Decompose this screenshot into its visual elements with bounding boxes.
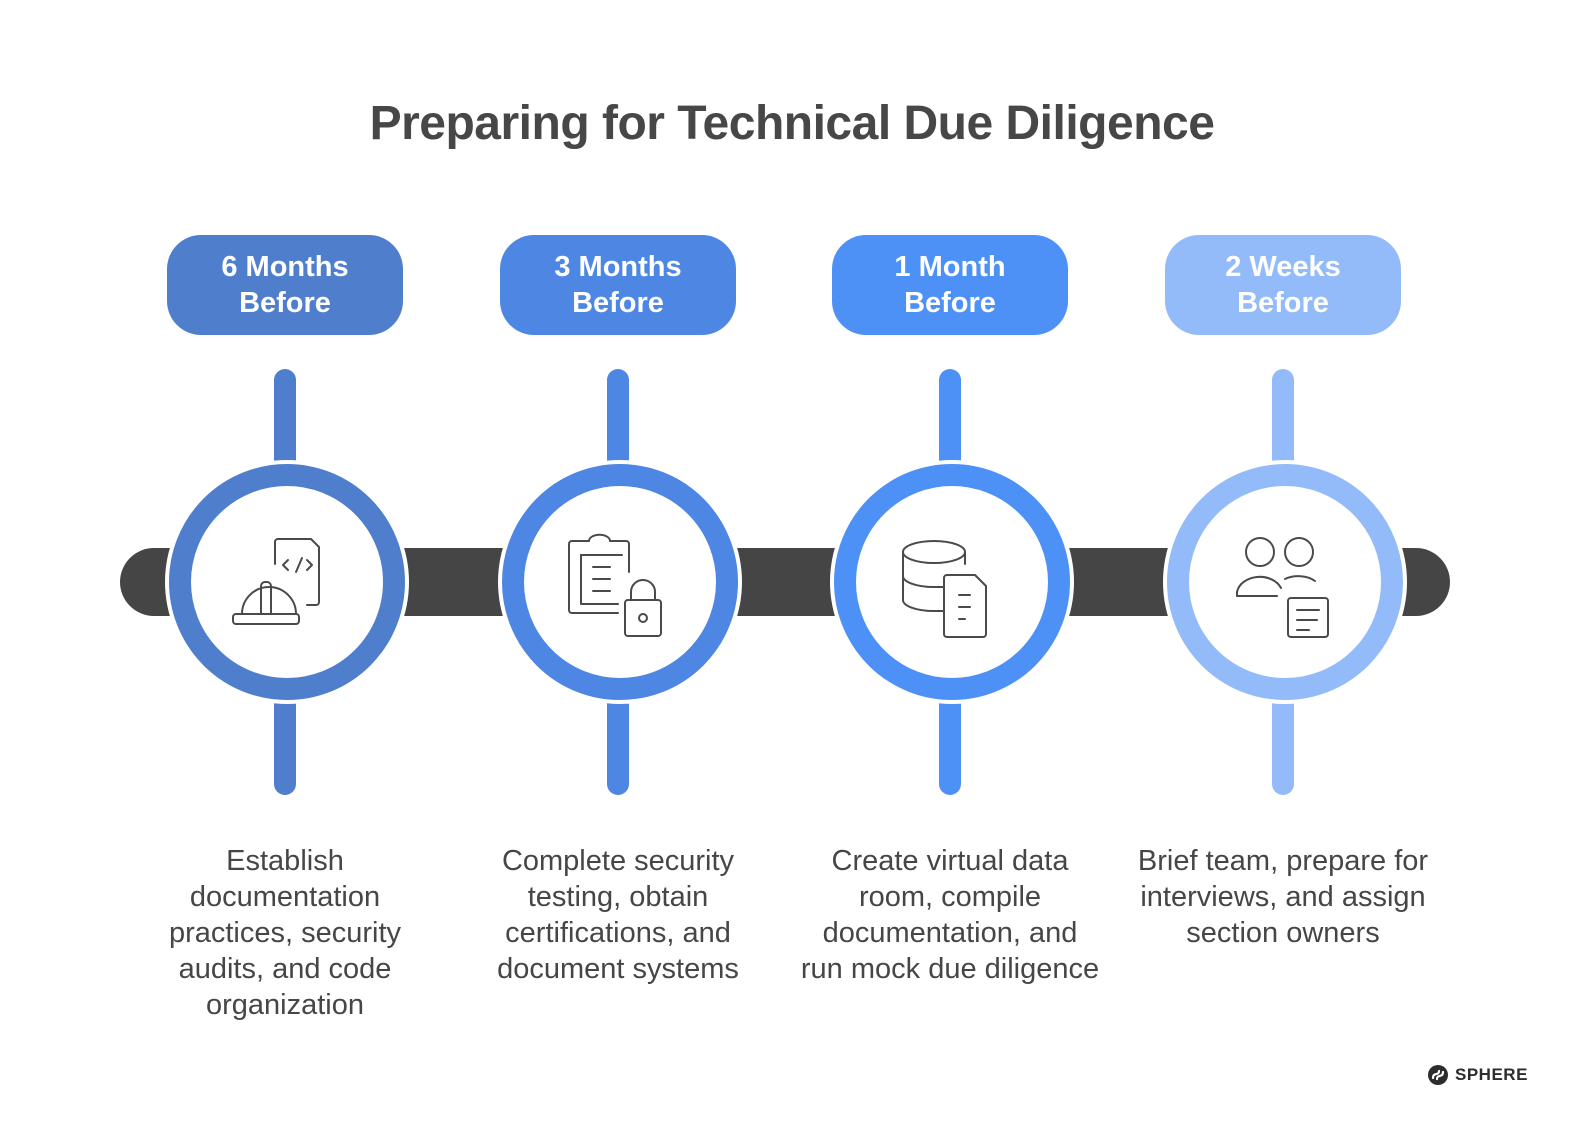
stage-description: Establish documentation practices, secur… bbox=[168, 845, 402, 1021]
stage-label-line2: Before bbox=[572, 287, 664, 319]
database-document-icon bbox=[902, 540, 987, 638]
connector-stem-top bbox=[274, 369, 296, 479]
stage-label-badge: 2 Weeks Before bbox=[1165, 235, 1401, 335]
stage-label-badge: 6 Months Before bbox=[167, 235, 403, 335]
brand-name: SPHERE bbox=[1455, 1065, 1528, 1084]
page-title: Preparing for Technical Due Diligence bbox=[369, 97, 1215, 150]
stage-ring bbox=[169, 464, 405, 700]
connector-stem-top bbox=[939, 369, 961, 479]
stage-label-line1: 3 Months bbox=[554, 251, 682, 283]
stage-description: Brief team, prepare for interviews, and … bbox=[1137, 845, 1429, 949]
connector-stem-top bbox=[1272, 369, 1294, 479]
stage-label-line2: Before bbox=[239, 287, 331, 319]
connector-stem-top bbox=[607, 369, 629, 479]
stage-label-line1: 2 Weeks bbox=[1225, 251, 1341, 283]
timeline-stage-6-months: 6 Months Before Establish documentation … bbox=[165, 0, 415, 1128]
stage-ring bbox=[502, 464, 738, 700]
stage-label-line1: 1 Month bbox=[894, 251, 1006, 283]
stage-label-line2: Before bbox=[904, 287, 996, 319]
stage-description: Complete security testing, obtain certif… bbox=[497, 845, 739, 985]
timeline-stage-2-weeks: 2 Weeks Before Brief team, prepare for i… bbox=[1138, 0, 1428, 1128]
team-document-icon bbox=[1236, 537, 1329, 638]
sphere-logo-icon bbox=[1428, 1065, 1448, 1085]
connector-stem-bottom bbox=[607, 685, 629, 795]
stage-label-line1: 6 Months bbox=[221, 251, 349, 283]
connector-stem-bottom bbox=[1272, 685, 1294, 795]
connector-stem-bottom bbox=[274, 685, 296, 795]
timeline-stage-1-month: 1 Month Before Create virtual data room,… bbox=[801, 0, 1099, 1128]
hardhat-code-document-icon bbox=[232, 538, 320, 625]
stage-label-line2: Before bbox=[1237, 287, 1329, 319]
clipboard-lock-icon bbox=[568, 533, 662, 637]
stage-label-badge: 1 Month Before bbox=[832, 235, 1068, 335]
timeline-stage-3-months: 3 Months Before Complete security testin… bbox=[497, 0, 748, 1128]
stage-label-badge: 3 Months Before bbox=[500, 235, 736, 335]
stage-description: Create virtual data room, compile docume… bbox=[800, 845, 1100, 985]
connector-stem-bottom bbox=[939, 685, 961, 795]
brand-logo: SPHERE bbox=[1427, 1064, 1528, 1086]
